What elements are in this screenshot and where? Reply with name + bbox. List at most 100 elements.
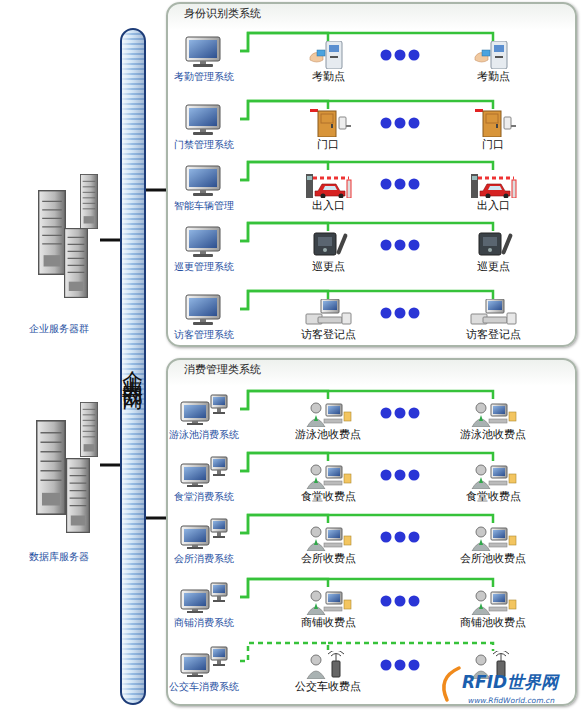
terminal-point: 门口 (280, 109, 376, 151)
panel-title: 消费管理类系统 (184, 362, 261, 377)
point-label: 巡更点 (477, 260, 510, 273)
terminal-point: 游泳池收费点 (280, 399, 376, 441)
terminal-point: 巡更点 (445, 231, 541, 273)
point-label: 食堂收费点 (301, 490, 356, 503)
network-wire (240, 291, 328, 309)
system-label: 公交车消费系统 (169, 681, 239, 693)
network-label: 企业内部网 (122, 354, 144, 379)
panel-title: 身份识别类系统 (184, 6, 261, 21)
terminal-point: 会所收费点 (280, 523, 376, 565)
point-label: 考勤点 (312, 70, 345, 83)
network-wire (240, 162, 328, 180)
terminal-icons (306, 41, 516, 679)
system-group-panel: 身份识别类系统考勤管理系统 考勤点 考勤点门禁管理系统 门口 门口智能车辆管理出入口 出入… (166, 2, 577, 347)
terminal-point: 考勤点 (280, 41, 376, 83)
system-label: 巡更管理系统 (174, 261, 234, 273)
network-wire (240, 101, 328, 119)
watermark-title: RFID世界网 (462, 671, 558, 694)
terminal-point: 访客登记点 (445, 299, 541, 341)
management-system: 食堂消费系统 (168, 455, 240, 503)
network-wire (240, 33, 328, 51)
system-label: 游泳池消费系统 (169, 429, 239, 441)
watermark-url: www.RfidWorld.com.cn (468, 696, 555, 705)
terminal-point: 游泳池收费点 (445, 399, 541, 441)
point-label: 巡更点 (312, 260, 345, 273)
backbone-link (146, 517, 166, 520)
network-wire (240, 33, 493, 51)
management-system: 门禁管理系统 (168, 103, 240, 151)
network-wire (240, 391, 328, 409)
watermark-logo (444, 668, 459, 700)
network-wire (240, 291, 493, 309)
management-system: 访客管理系统 (168, 293, 240, 341)
backbone-link (146, 189, 166, 192)
system-label: 食堂消费系统 (174, 491, 234, 503)
terminal-point: 考勤点 (445, 41, 541, 83)
terminal-point: 食堂收费点 (280, 461, 376, 503)
server-icons (37, 174, 98, 532)
network-wire (240, 515, 493, 533)
management-system: 考勤管理系统 (168, 35, 240, 83)
terminal-point: 访客登记点 (280, 299, 376, 341)
point-label: 游泳池收费点 (295, 428, 361, 441)
system-label: 商铺消费系统 (174, 617, 234, 629)
terminal-point: 食堂收费点 (445, 461, 541, 503)
management-system: 巡更管理系统 (168, 225, 240, 273)
point-label: 门口 (317, 138, 339, 151)
network-bus: 企业内部网 (120, 28, 146, 705)
management-system: 会所消费系统 (168, 517, 240, 565)
network-wire (240, 101, 493, 119)
network-wire (240, 579, 493, 597)
terminal-point: 商铺收费点 (280, 587, 376, 629)
system-label: 会所消费系统 (174, 553, 234, 565)
system-computer-icons (181, 37, 227, 677)
terminal-point: 会所池收费点 (445, 523, 541, 565)
terminal-point: 出入口 (445, 170, 541, 212)
point-label: 门口 (482, 138, 504, 151)
point-label: 商铺收费点 (301, 616, 356, 629)
system-label: 考勤管理系统 (174, 71, 234, 83)
system-label: 门禁管理系统 (174, 139, 234, 151)
management-system: 商铺消费系统 (168, 581, 240, 629)
point-label: 访客登记点 (301, 328, 356, 341)
network-wire (240, 162, 493, 180)
server-group: 数据库服务器 (18, 398, 100, 563)
server-label: 数据库服务器 (29, 550, 89, 563)
management-system: 公交车消费系统 (168, 645, 240, 693)
point-label: 会所池收费点 (460, 552, 526, 565)
point-label: 访客登记点 (466, 328, 521, 341)
network-wire (240, 515, 328, 533)
backbone-link (100, 464, 120, 467)
point-label: 会所收费点 (301, 552, 356, 565)
dashed-wire (328, 643, 493, 651)
point-label: 公交车收费点 (295, 680, 361, 693)
management-system: 游泳池消费系统 (168, 393, 240, 441)
terminal-point: 巡更点 (280, 231, 376, 273)
network-wire (240, 223, 493, 241)
network-wire (240, 643, 328, 661)
point-label: 出入口 (477, 199, 510, 212)
network-wire (240, 223, 328, 241)
terminal-point: 商铺池收费点 (445, 587, 541, 629)
point-label: 出入口 (312, 199, 345, 212)
ellipsis-dots (381, 50, 420, 671)
server-group: 企业服务器群 (18, 170, 100, 335)
point-label: 游泳池收费点 (460, 428, 526, 441)
network-wire (240, 579, 328, 597)
terminal-point: 门口 (445, 109, 541, 151)
server-label: 企业服务器群 (29, 322, 89, 335)
terminal-point: 公交车收费点 (280, 651, 376, 693)
terminal-point: 出入口 (280, 170, 376, 212)
network-wire (240, 391, 493, 409)
backbone-link (100, 239, 120, 242)
point-label: 考勤点 (477, 70, 510, 83)
network-wire (240, 453, 493, 471)
point-label: 商铺池收费点 (460, 616, 526, 629)
management-system: 智能车辆管理 (168, 164, 240, 212)
network-wire (240, 453, 328, 471)
system-group-panel: 消费管理类系统游泳池消费系统游泳池收费点游泳池收费点食堂消费系统食堂收费点食堂收… (166, 358, 577, 706)
